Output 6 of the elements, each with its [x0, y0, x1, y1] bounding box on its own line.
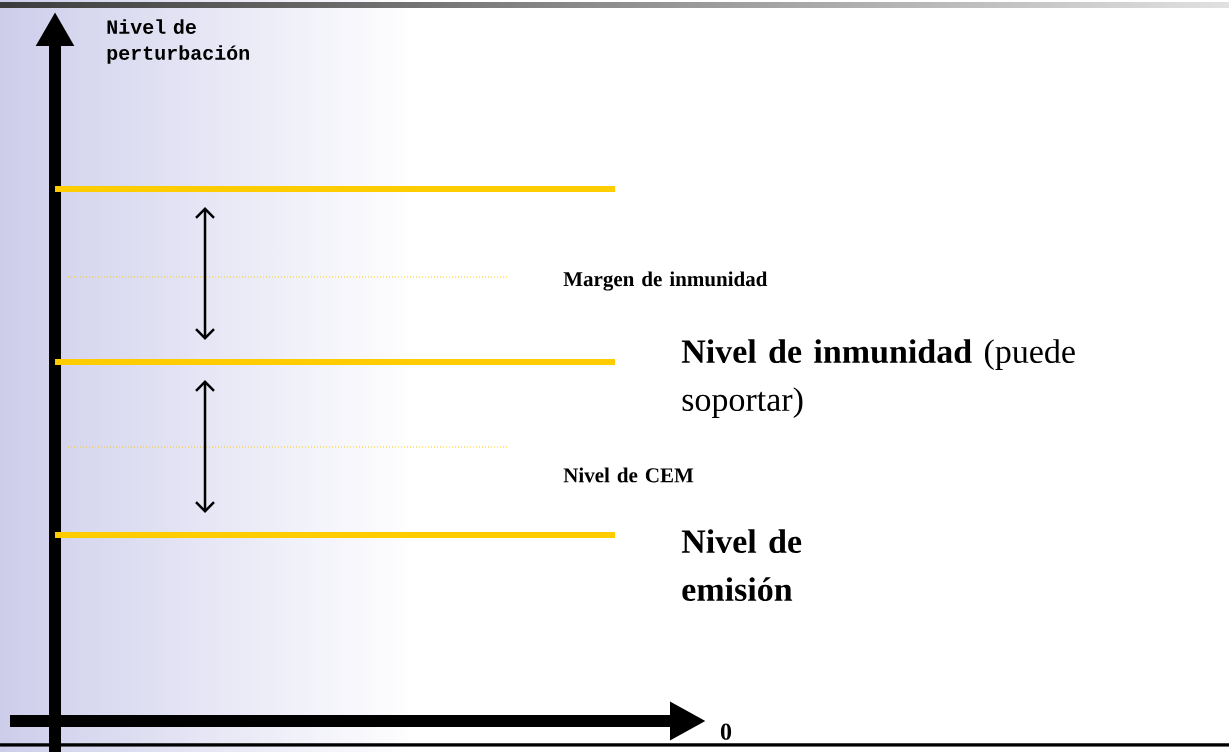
axis-label: 0 [720, 723, 732, 740]
band-label: Nivel de CEM [563, 467, 694, 483]
level-label: Nivel de emisión [681, 529, 802, 602]
band-label: Margen de inmunidad [563, 271, 768, 291]
axis-title: Nivel de perturbación [107, 19, 249, 64]
level-label: Nivel de inmunidad (puede soportar) [681, 339, 1075, 419]
